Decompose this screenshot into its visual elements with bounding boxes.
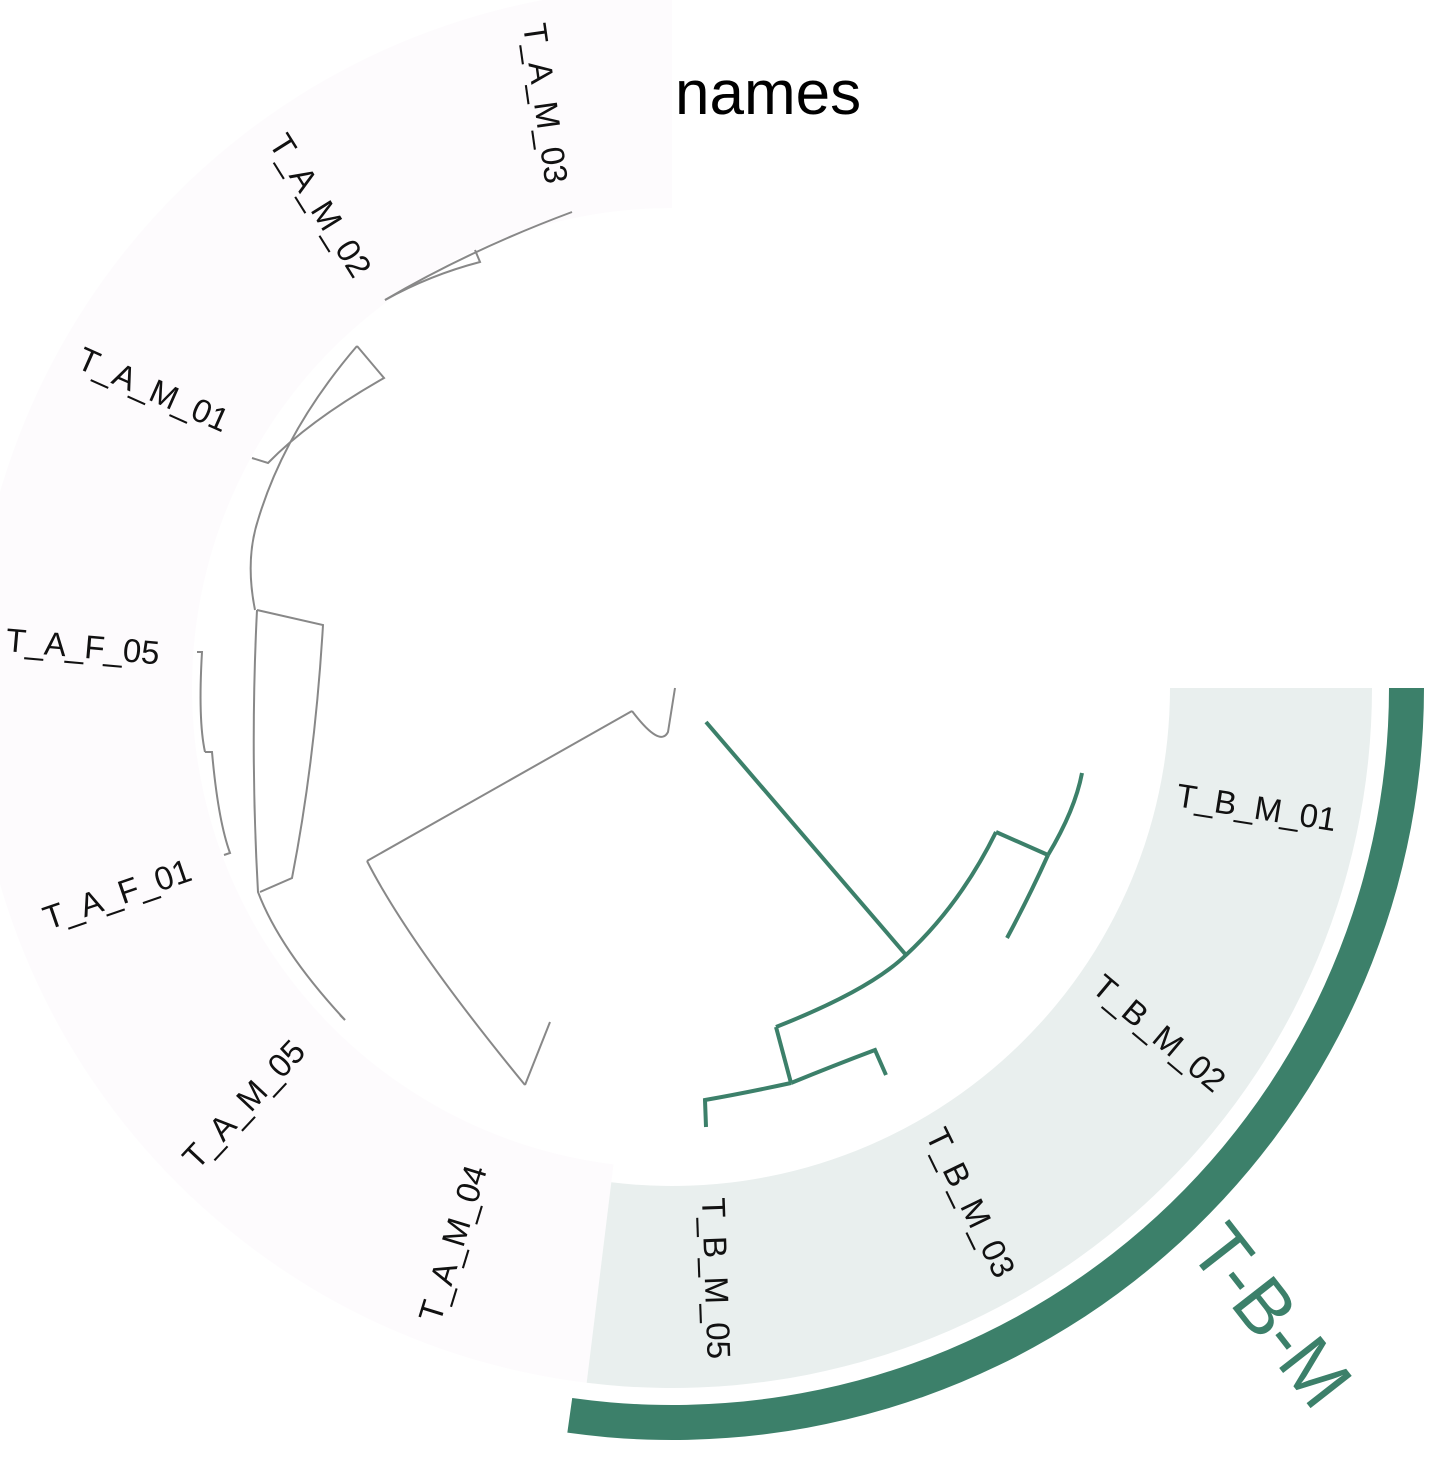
branch-a-f-clade (256, 609, 325, 893)
diagram-title: names (675, 59, 861, 128)
branch-root-to-b (704, 720, 908, 957)
branch-b-backbone-arc (775, 831, 998, 1029)
branch-t-a-m-04 (524, 1021, 551, 1086)
branch-t-a-f-01 (205, 751, 232, 856)
tree-branches-group-a (197, 211, 676, 1086)
branch-t-b-m-03 (790, 1047, 888, 1085)
clade-label: T-B-M (1174, 1208, 1368, 1423)
branch-a-backbone-arc (249, 345, 358, 611)
branch-b-upper (995, 830, 1049, 857)
tip-label-t-b-m-05: T_B_M_05 (695, 1197, 738, 1360)
branch-t-a-f-05 (197, 651, 206, 753)
branch-root-to-a (366, 710, 633, 862)
branch-a-lower-arc (252, 609, 526, 1086)
branch-a-upper-inner (384, 211, 573, 301)
group-b-background-sector (586, 688, 1372, 1388)
branch-t-a-m-01 (251, 345, 386, 465)
branch-t-b-m-01 (1046, 772, 1084, 857)
branch-root-stem (631, 687, 676, 738)
branch-t-a-m-02 (384, 249, 482, 301)
branch-b-lower (774, 1026, 793, 1084)
branch-t-a-m-05 (339, 1014, 346, 1021)
group-a-background-sector (0, 0, 672, 1383)
branch-t-b-m-02 (1005, 854, 1050, 939)
tree-branches-group-b (702, 720, 1084, 1128)
branch-t-b-m-05 (702, 1081, 792, 1128)
